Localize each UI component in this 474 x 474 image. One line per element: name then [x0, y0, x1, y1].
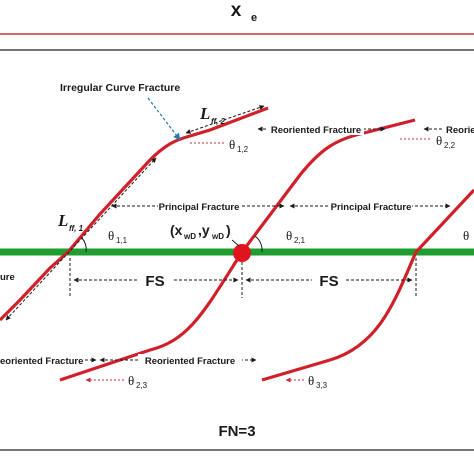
domain-width-label: x e	[231, 0, 257, 24]
svg-text:θ: θ	[286, 228, 292, 243]
svg-text:1,2: 1,2	[237, 145, 249, 154]
fracture-number-label: FN=3	[218, 423, 255, 440]
lf11-dimension	[5, 157, 157, 321]
angle-theta-right: θ	[463, 228, 469, 243]
fs-label-2: FS	[319, 273, 338, 290]
svg-text:2,3: 2,3	[136, 381, 148, 390]
angle-theta-2-2: θ 2,2	[436, 133, 456, 150]
wellbore-position-label: (x wD ,y wD )	[170, 222, 231, 241]
xe-sub: e	[251, 12, 257, 24]
wellbore-point	[233, 244, 251, 262]
svg-text:θ: θ	[128, 373, 134, 388]
lf11-label: L ff, 1	[57, 211, 84, 233]
fracture-right	[261, 188, 474, 382]
irregular-curve-leader	[147, 97, 181, 141]
svg-text:(x: (x	[170, 222, 183, 238]
svg-text:θ: θ	[436, 133, 442, 148]
angle-theta-1-1: θ 1,1	[108, 228, 128, 245]
principal-label-1: Principal Fracture	[159, 202, 240, 213]
angle-theta-1-2: θ 1,2	[229, 137, 249, 154]
svg-text:2,2: 2,2	[444, 141, 456, 150]
svg-text:1,1: 1,1	[116, 236, 128, 245]
reservoir-boundary	[0, 49, 474, 451]
svg-text:θ: θ	[463, 228, 469, 243]
irregular-curve-label: Irregular Curve Fracture	[60, 82, 180, 94]
angle-theta-2-1: θ 2,1	[286, 228, 306, 245]
svg-text:L: L	[57, 211, 68, 230]
reoriented-label-1: Reoriented Fracture	[271, 125, 361, 136]
svg-text:3,3: 3,3	[316, 381, 328, 390]
svg-text:,y: ,y	[198, 222, 210, 238]
angle-theta-3-3: θ 3,3	[308, 373, 328, 390]
principal-label-2: Principal Fracture	[331, 202, 412, 213]
svg-text:): )	[226, 222, 231, 238]
svg-text:wD: wD	[211, 232, 224, 241]
svg-text:2,1: 2,1	[294, 236, 306, 245]
lf12-dimension	[185, 105, 265, 134]
bottom-reoriented-label-left: eoriented Fracture	[0, 356, 83, 367]
svg-text:θ: θ	[308, 373, 314, 388]
left-cut-label: ure	[0, 272, 15, 283]
bottom-reoriented-label-mid: Reoriented Fracture	[145, 356, 235, 367]
xe-main: x	[231, 0, 242, 21]
svg-text:ff, 2: ff, 2	[211, 117, 226, 126]
svg-text:θ: θ	[229, 137, 235, 152]
fracture-left-partial	[0, 106, 269, 322]
angle-theta-2-3: θ 2,3	[128, 373, 148, 390]
svg-text:wD: wD	[183, 232, 196, 241]
svg-text:ff, 1: ff, 1	[69, 224, 84, 233]
reoriented-label-2: Reorie	[446, 125, 474, 136]
fs-label-1: FS	[145, 273, 164, 290]
svg-text:θ: θ	[108, 228, 114, 243]
svg-text:L: L	[199, 104, 210, 123]
lf12-label: L ff, 2	[199, 104, 226, 126]
